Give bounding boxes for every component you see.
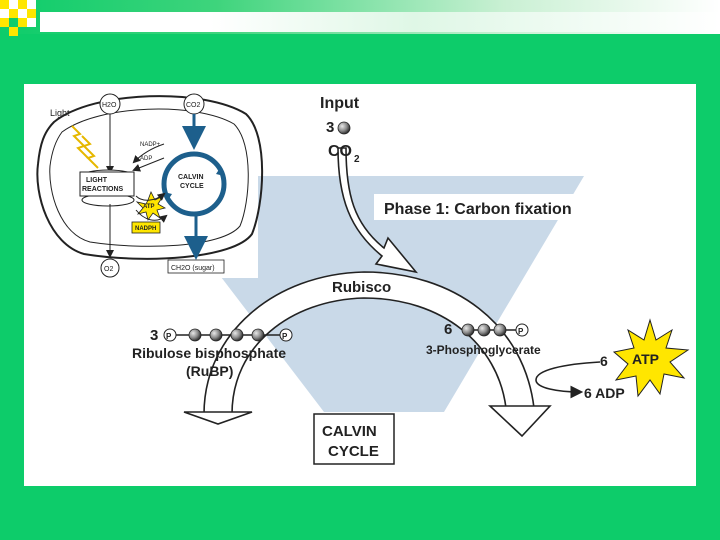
co2-inset-label: CO2	[186, 102, 201, 109]
light-bolt-icon	[81, 135, 99, 169]
phosphate-right: P	[282, 332, 288, 341]
light-reactions-line2: REACTIONS	[82, 186, 124, 193]
light-reactions-line1: LIGHT	[86, 177, 108, 184]
o2-label: O2	[104, 266, 113, 273]
light-label: Light	[50, 108, 70, 118]
rubp-name: Ribulose bisphosphate	[132, 345, 286, 361]
calvin-box-line2: CYCLE	[328, 443, 379, 460]
light-bolt-icon	[71, 125, 89, 159]
co2-subscript: 2	[354, 154, 360, 165]
atp-label: ATP	[632, 351, 659, 367]
atp-to-adp-arrow	[535, 361, 601, 399]
rubp-abbr: (RuBP)	[186, 363, 233, 379]
calvin-inset-line2: CYCLE	[180, 183, 204, 190]
rubp-count: 3	[150, 327, 158, 344]
phosphate-left: P	[166, 332, 172, 341]
calvin-cycle-box	[313, 413, 395, 465]
atp-star-icon	[612, 318, 690, 398]
nadph-label: NADPH	[135, 226, 156, 232]
adp-label: ADP	[140, 156, 152, 162]
chloroplast-inset: Light H2O CO2 LIGHT REACTIONS NADP+ ADP …	[30, 88, 264, 278]
calvin-ring	[161, 151, 227, 217]
phase-title-box	[374, 194, 602, 220]
corner-checker-decoration	[0, 0, 48, 48]
adp-label: 6 ADP	[584, 385, 625, 401]
input-title: Input	[320, 95, 360, 112]
sugar-label: CH2O (sugar)	[171, 265, 215, 272]
co2-input-arrow	[337, 147, 419, 274]
nadp-label: NADP+	[140, 142, 161, 148]
calvin-inset-line1: CALVIN	[178, 174, 204, 181]
pga-count: 6	[444, 321, 452, 338]
phosphate-pga: P	[518, 327, 524, 336]
header-white-strip	[40, 12, 720, 32]
pga-name: 3-Phosphoglycerate	[426, 343, 541, 357]
pga-molecule: 6 P	[444, 321, 529, 338]
phase-title: Phase 1: Carbon fixation	[384, 201, 572, 218]
cycle-arc-arrow	[183, 271, 552, 438]
calvin-box-line1: CALVIN	[322, 423, 377, 440]
atp-inset-label: ATP	[143, 204, 155, 210]
rubp-molecule: 3 P P	[150, 327, 293, 344]
calvin-cycle-diagram: Light H2O CO2 LIGHT REACTIONS NADP+ ADP …	[30, 88, 690, 465]
atp-count: 6	[600, 353, 608, 369]
carbon-molecule-icon	[337, 121, 351, 135]
co2-label: CO	[328, 143, 352, 160]
rubisco-label: Rubisco	[332, 279, 391, 296]
co2-count: 3	[326, 119, 334, 136]
h2o-label: H2O	[102, 102, 117, 109]
diagram-panel: Light H2O CO2 LIGHT REACTIONS NADP+ ADP …	[24, 84, 696, 486]
